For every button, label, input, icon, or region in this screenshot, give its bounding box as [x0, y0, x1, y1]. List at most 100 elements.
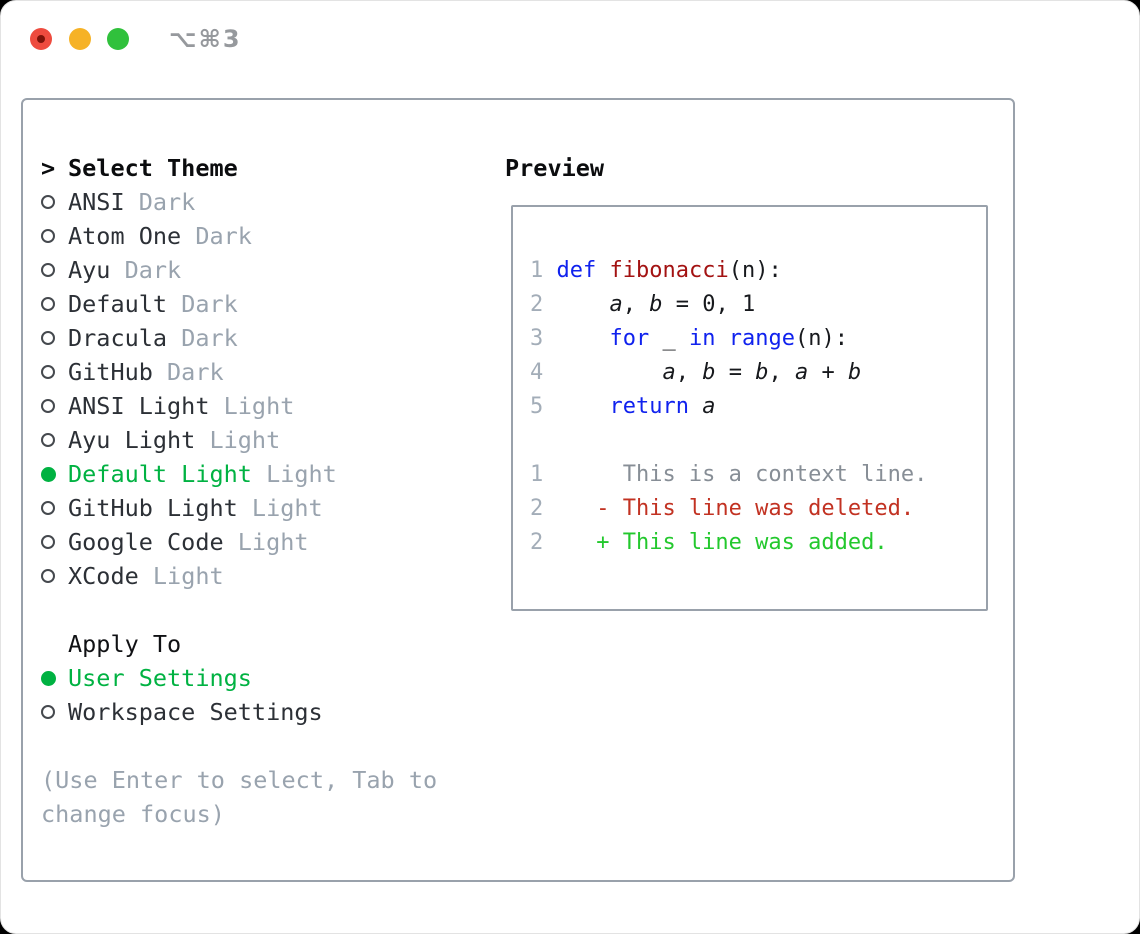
- apply-option-label: Workspace Settings: [68, 698, 323, 726]
- theme-variant: Dark: [167, 324, 238, 352]
- code-token: [556, 292, 609, 317]
- theme-option-ansi[interactable]: ANSI Dark: [41, 185, 437, 219]
- code-token: b: [755, 360, 769, 385]
- code-token: b: [847, 360, 862, 385]
- window-title: ⌥⌘3: [169, 25, 242, 53]
- theme-name: ANSI: [68, 188, 125, 216]
- diff-text: This is a context line.: [556, 462, 928, 487]
- code-token: [715, 326, 728, 351]
- theme-name: Ayu: [68, 256, 111, 284]
- line-number: 2: [530, 496, 544, 521]
- theme-name: Google Code: [68, 528, 224, 556]
- code-token: [689, 394, 702, 419]
- code-token: ,: [622, 292, 650, 317]
- theme-name: Default: [68, 290, 168, 318]
- code-token: a: [702, 394, 716, 419]
- line-number: 3: [530, 326, 544, 351]
- theme-selector-title: Select Theme: [68, 154, 238, 182]
- theme-option-google-code[interactable]: Google Code Light: [41, 525, 437, 559]
- radio-unselected-icon: [41, 399, 55, 413]
- theme-option-dracula[interactable]: Dracula Dark: [41, 321, 437, 355]
- theme-variant: Dark: [167, 290, 238, 318]
- diff-line-context: 1 This is a context line.: [530, 458, 986, 492]
- code-token: [556, 326, 609, 351]
- code-token: b: [649, 292, 663, 317]
- theme-variant: Light: [223, 528, 309, 556]
- theme-variant: Light: [251, 460, 337, 488]
- preview-title: Preview: [505, 154, 605, 182]
- titlebar: ⌥⌘3: [1, 1, 1139, 77]
- theme-option-ayu[interactable]: Ayu Dark: [41, 253, 437, 287]
- theme-option-ayu-light[interactable]: Ayu Light Light: [41, 423, 437, 457]
- code-token: b: [702, 360, 716, 385]
- code-token: a: [609, 292, 623, 317]
- spacer: [530, 424, 986, 458]
- theme-option-atom-one[interactable]: Atom One Dark: [41, 219, 437, 253]
- zoom-button-icon[interactable]: [107, 28, 129, 50]
- theme-variant: Light: [237, 494, 323, 522]
- theme-name: Dracula: [68, 324, 168, 352]
- code-token: range: [728, 326, 795, 351]
- line-number: 2: [530, 292, 544, 317]
- code-token: [556, 360, 662, 385]
- minimize-button-icon[interactable]: [69, 28, 91, 50]
- theme-option-default-light[interactable]: Default Light Light: [41, 457, 437, 491]
- code-line: 5 return a: [530, 390, 986, 424]
- apply-option-workspace-settings[interactable]: Workspace Settings: [41, 695, 437, 729]
- apply-to-title: Apply To: [68, 630, 182, 658]
- code-token: in: [688, 326, 716, 351]
- apply-option-label: User Settings: [68, 664, 252, 692]
- apply-option-user-settings[interactable]: User Settings: [41, 661, 437, 695]
- apply-to-header: Apply To: [41, 627, 437, 661]
- code-token: (n):: [728, 258, 782, 283]
- theme-option-xcode[interactable]: XCode Light: [41, 559, 437, 593]
- line-number: 5: [530, 394, 544, 419]
- theme-option-default[interactable]: Default Dark: [41, 287, 437, 321]
- theme-name: ANSI Light: [68, 392, 210, 420]
- hint-line: change focus): [41, 800, 225, 828]
- code-token: [596, 258, 609, 283]
- theme-variant: Dark: [110, 256, 182, 284]
- spacer: [41, 729, 437, 763]
- code-line: 4 a, b = b, a + b: [530, 356, 986, 390]
- radio-unselected-icon: [41, 229, 55, 243]
- code-token: =: [715, 360, 756, 385]
- radio-unselected-icon: [41, 433, 55, 447]
- theme-variant: Light: [195, 426, 281, 454]
- code-token: [556, 394, 609, 419]
- theme-variant: Dark: [124, 188, 196, 216]
- code-token: return: [609, 394, 689, 419]
- prompt-chevron-icon: >: [41, 154, 56, 182]
- code-token: a: [662, 360, 676, 385]
- radio-unselected-icon: [41, 195, 55, 209]
- code-token: +: [808, 360, 848, 385]
- line-number: 4: [530, 360, 544, 385]
- diff-line-added: 2 + This line was added.: [530, 526, 986, 560]
- radio-unselected-icon: [41, 501, 55, 515]
- radio-unselected-icon: [41, 263, 55, 277]
- theme-variant: Light: [138, 562, 224, 590]
- theme-name: GitHub Light: [68, 494, 238, 522]
- code-line: 3 for _ in range(n):: [530, 322, 986, 356]
- theme-variant: Dark: [152, 358, 224, 386]
- code-token: def: [556, 258, 597, 283]
- theme-name: XCode: [68, 562, 139, 590]
- theme-option-ansi-light[interactable]: ANSI Light Light: [41, 389, 437, 423]
- radio-unselected-icon: [41, 331, 55, 345]
- close-button-icon[interactable]: [30, 28, 52, 50]
- theme-selector-header: > Select Theme: [41, 151, 437, 185]
- line-number: 2: [530, 530, 544, 555]
- theme-option-github[interactable]: GitHub Dark: [41, 355, 437, 389]
- theme-name: Ayu Light: [68, 426, 196, 454]
- theme-option-github-light[interactable]: GitHub Light Light: [41, 491, 437, 525]
- radio-selected-icon: [41, 466, 56, 482]
- code-token: for: [609, 326, 650, 351]
- diff-line-deleted: 2 - This line was deleted.: [530, 492, 986, 526]
- theme-name: GitHub: [68, 358, 153, 386]
